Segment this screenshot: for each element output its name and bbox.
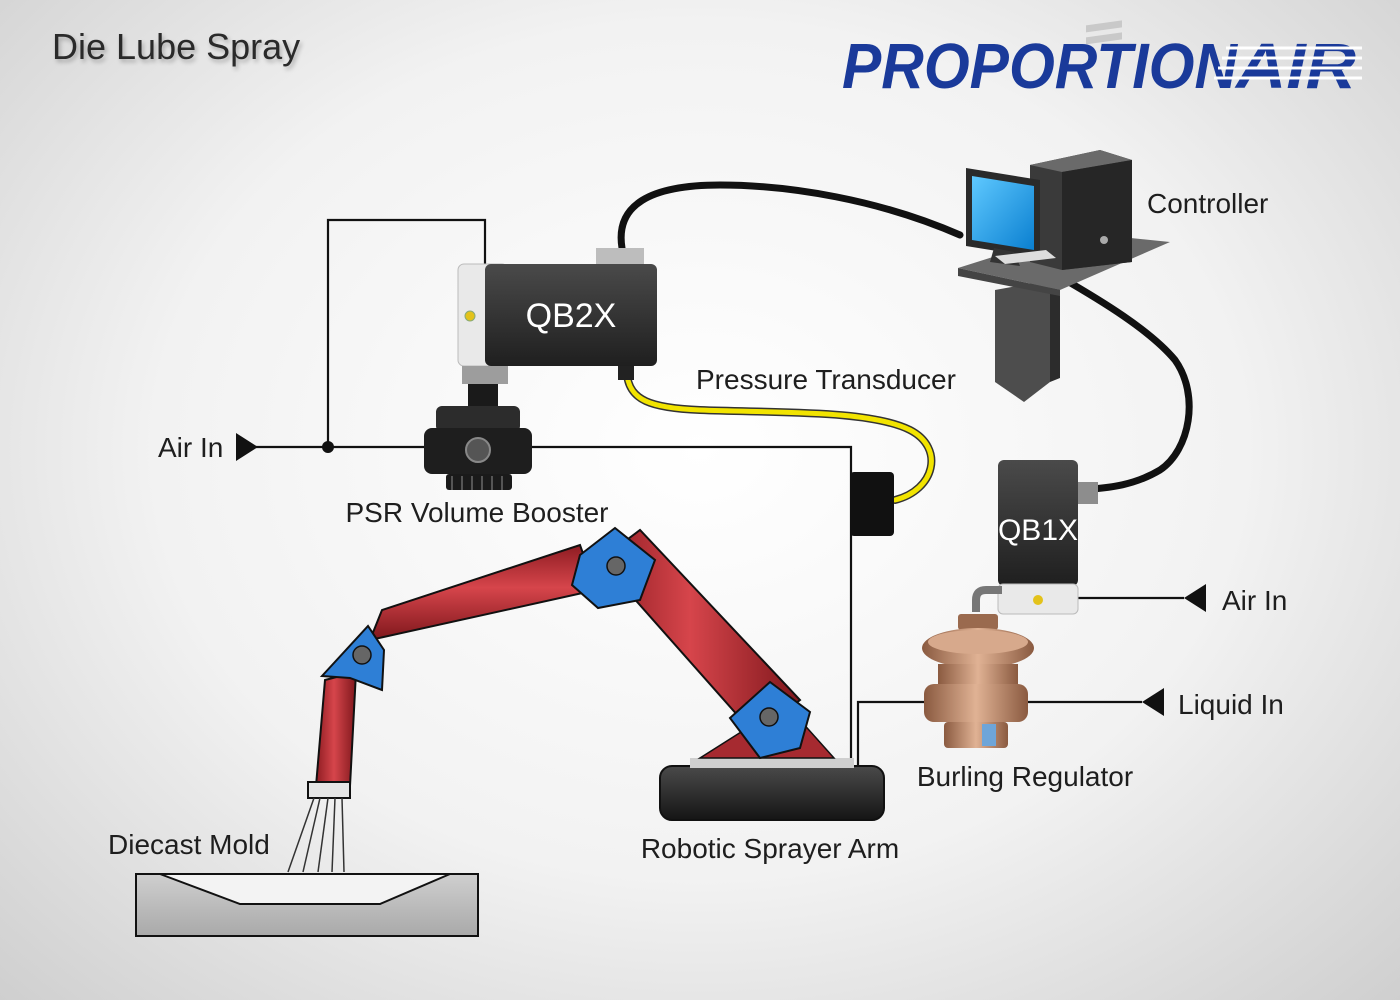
psr-volume-booster-label: PSR Volume Booster [345, 497, 608, 528]
arm-joint-3 [319, 624, 386, 692]
air-in-right-label: Air In [1222, 585, 1287, 616]
qb1x-label: QB1X [998, 514, 1078, 547]
qb2x-label: QB2X [526, 297, 617, 335]
air-in-left-arrow-icon [236, 433, 258, 461]
diecast-mold-label: Diecast Mold [108, 829, 270, 860]
psr-volume-booster [424, 406, 532, 490]
arm-joint-1 [570, 526, 657, 610]
keyboard-icon [995, 250, 1056, 264]
diecast-mold [135, 873, 479, 937]
svg-text:PROPORTION: PROPORTION [842, 30, 1239, 102]
controller-workstation [958, 20, 1170, 402]
qb1x-device [972, 460, 1098, 615]
burling-regulator-label: Burling Regulator [917, 761, 1133, 792]
monitor-icon [966, 168, 1040, 266]
robotic-sprayer-arm [287, 526, 885, 873]
page-title: Die Lube Spray [52, 26, 301, 67]
liquid-in-label: Liquid In [1178, 689, 1284, 720]
pressure-transducer [850, 472, 894, 536]
proportion-air-logo: PROPORTION AIR [842, 30, 1362, 102]
controller-qb2x-cable [617, 181, 964, 252]
robotic-sprayer-arm-label: Robotic Sprayer Arm [641, 833, 899, 864]
burling-regulator [922, 614, 1034, 748]
pressure-transducer-label: Pressure Transducer [696, 364, 956, 395]
air-junction-dot [322, 441, 334, 453]
spray-lines [287, 797, 345, 873]
svg-text:AIR: AIR [1234, 30, 1356, 102]
arm-joint-2 [728, 680, 812, 760]
air-lines [256, 218, 1184, 766]
controller-qb1x-cable [1058, 274, 1193, 494]
controller-label: Controller [1147, 188, 1268, 219]
liquid-in-arrow-icon [1142, 688, 1164, 716]
computer-tower [1030, 20, 1132, 270]
spray-nozzle [307, 781, 351, 799]
air-in-right-arrow-icon [1184, 584, 1206, 612]
qb2x-device [457, 248, 657, 406]
air-in-left-label: Air In [158, 432, 223, 463]
